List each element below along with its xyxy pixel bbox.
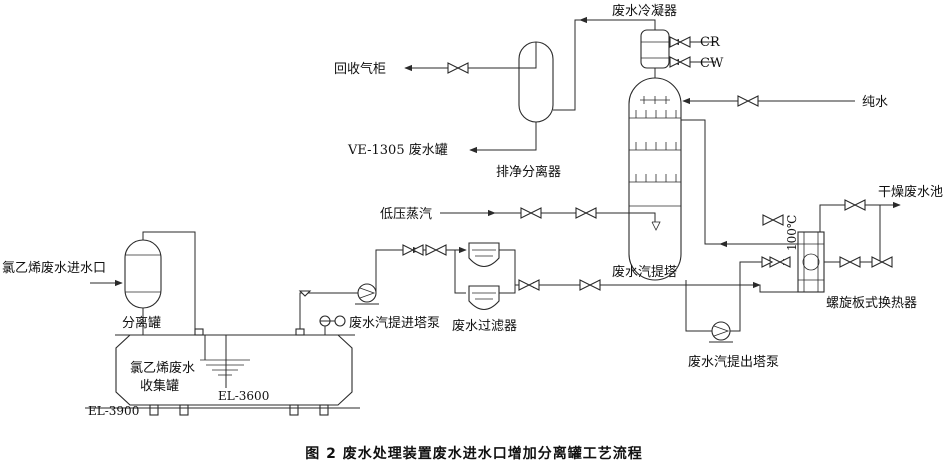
valve-gas-holder (447, 62, 469, 74)
label-vcm-inlet: 氯乙烯废水进水口 (2, 260, 106, 276)
valve-return (762, 214, 784, 226)
valve-pure-water (737, 95, 759, 107)
valves (298, 36, 893, 297)
out-pump (709, 321, 733, 343)
valve-cr (669, 36, 691, 48)
label-filter: 废水过滤器 (452, 318, 517, 334)
valve-hx-out-2 (871, 256, 893, 268)
labels: 废水冷凝器 CR CW 回收气柜 纯水 VE-1305 废水罐 排净分离器 低压… (2, 3, 943, 418)
label-dry-pool: 干燥废水池 (878, 184, 943, 200)
valve-dry-pool (844, 199, 866, 211)
label-feed-pump: 废水汽提进塔泵 (349, 315, 440, 331)
valve-pump-suction (298, 290, 312, 297)
valve-tower-feed (579, 279, 601, 291)
valve-filter-out (518, 279, 540, 291)
pipelines (90, 16, 901, 335)
valve-hx-out (839, 256, 861, 268)
label-gas-holder: 回收气柜 (334, 61, 386, 77)
label-pure-water: 纯水 (862, 95, 888, 110)
valve-steam (520, 207, 542, 219)
label-low-pressure-steam: 低压蒸汽 (380, 207, 432, 222)
label-stripping-tower: 废水汽提塔 (612, 264, 677, 280)
wastewater-filter-upper (468, 242, 500, 268)
label-hx-tag: 100℃ (785, 215, 799, 251)
valve-filter-in-2 (425, 244, 447, 256)
label-el3600: EL-3600 (218, 389, 269, 403)
label-condenser: 废水冷凝器 (612, 3, 677, 19)
label-el3900: EL-3900 (88, 404, 139, 418)
label-cr: CR (700, 35, 721, 50)
valve-hx-in-b (761, 256, 774, 268)
label-out-pump: 废水汽提出塔泵 (688, 354, 779, 370)
label-collector-line1: 氯乙烯废水 (130, 360, 195, 376)
valve-steam-2 (575, 207, 597, 219)
feed-pump (355, 283, 379, 305)
collection-tank (85, 328, 360, 416)
figure-caption: 图 2 废水处理装置废水进水口增加分离罐工艺流程 (305, 445, 643, 462)
label-ve1305: VE-1305 废水罐 (347, 142, 448, 158)
condenser (640, 29, 670, 69)
separator-tank (124, 239, 162, 309)
label-separator-tank: 分离罐 (122, 315, 161, 331)
wastewater-filter-lower (468, 285, 500, 311)
level-instrument (319, 315, 346, 335)
spiral-heat-exchanger (797, 231, 825, 293)
label-collector-line2: 收集罐 (140, 378, 179, 394)
valve-cw (669, 56, 691, 68)
label-cw: CW (700, 56, 724, 71)
valve-filter-in (402, 244, 424, 256)
stripping-tower (628, 77, 682, 281)
label-vent-separator: 排净分离器 (496, 164, 561, 180)
label-spiral-hx: 螺旋板式换热器 (826, 296, 917, 311)
